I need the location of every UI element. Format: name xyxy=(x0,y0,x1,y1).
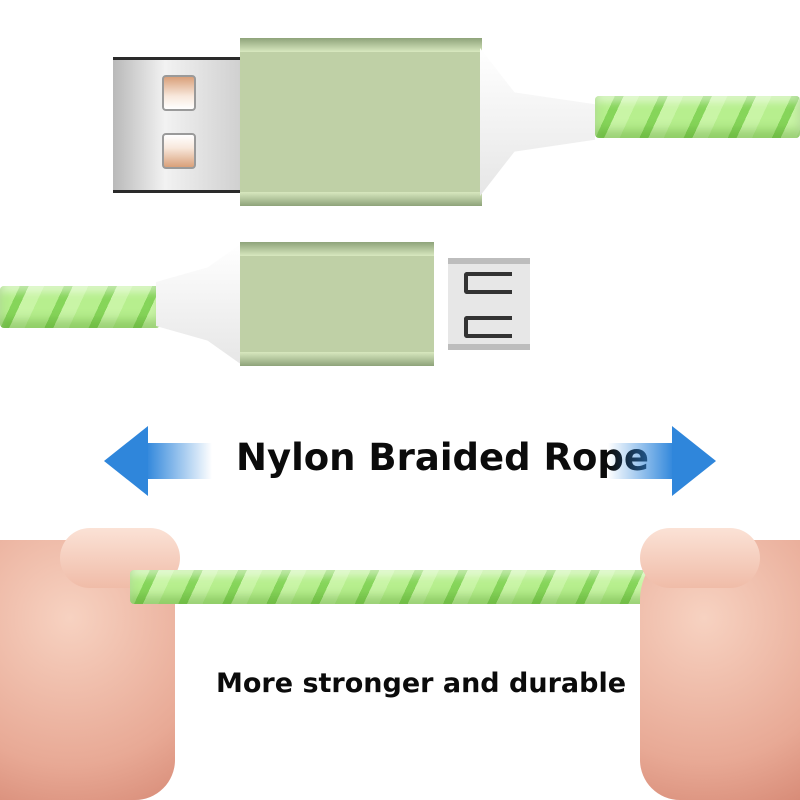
stretched-cable xyxy=(130,570,670,604)
usb-a-boot xyxy=(480,48,595,196)
cable-segment xyxy=(0,286,160,328)
usb-pin xyxy=(162,133,196,169)
headline: Nylon Braided Rope xyxy=(236,436,649,479)
usb-pin xyxy=(162,75,196,111)
micro-usb-boot xyxy=(156,243,242,365)
micro-pin xyxy=(464,316,512,338)
usb-a-housing xyxy=(240,38,482,206)
cable-segment xyxy=(595,96,800,138)
micro-pin xyxy=(464,272,512,294)
micro-usb-housing xyxy=(240,242,434,366)
caption: More stronger and durable xyxy=(216,668,627,699)
